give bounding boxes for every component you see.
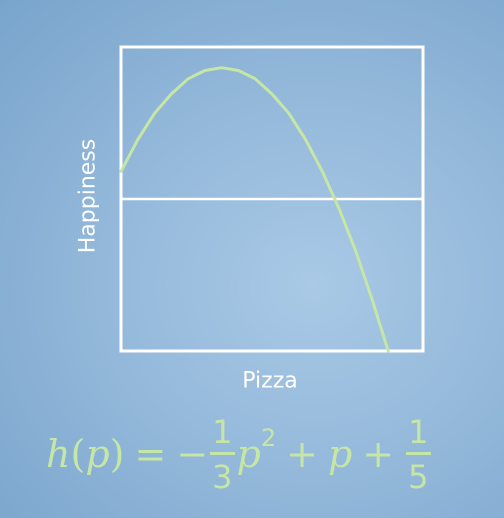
fraction-numerator: 1 bbox=[408, 412, 429, 451]
formula-h: h bbox=[46, 432, 71, 476]
formula-plus: + bbox=[286, 432, 318, 476]
fraction-denominator: 3 bbox=[212, 457, 233, 496]
fraction-denominator: 5 bbox=[408, 457, 429, 496]
formula-exponent: 2 bbox=[260, 424, 277, 452]
x-axis-label: Pizza bbox=[242, 368, 298, 394]
fraction-bar bbox=[210, 451, 235, 455]
formula-open-paren: ( bbox=[70, 432, 86, 476]
fraction-bar bbox=[406, 451, 431, 455]
fraction-one-third: 1 3 bbox=[210, 412, 235, 496]
formula-minus: − bbox=[176, 432, 209, 476]
formula-p-squared-base: p bbox=[236, 432, 261, 476]
formula-plus-second: + bbox=[362, 432, 395, 476]
fraction-numerator: 1 bbox=[212, 412, 233, 451]
formula-close-paren: ) bbox=[109, 432, 125, 476]
happiness-curve bbox=[119, 66, 390, 353]
fraction-one-fifth: 1 5 bbox=[406, 412, 431, 496]
formula-p: p bbox=[85, 432, 110, 476]
y-axis-label: Happiness bbox=[75, 138, 101, 254]
formula-p-linear: p bbox=[327, 432, 353, 476]
formula-equals: = bbox=[134, 432, 167, 476]
